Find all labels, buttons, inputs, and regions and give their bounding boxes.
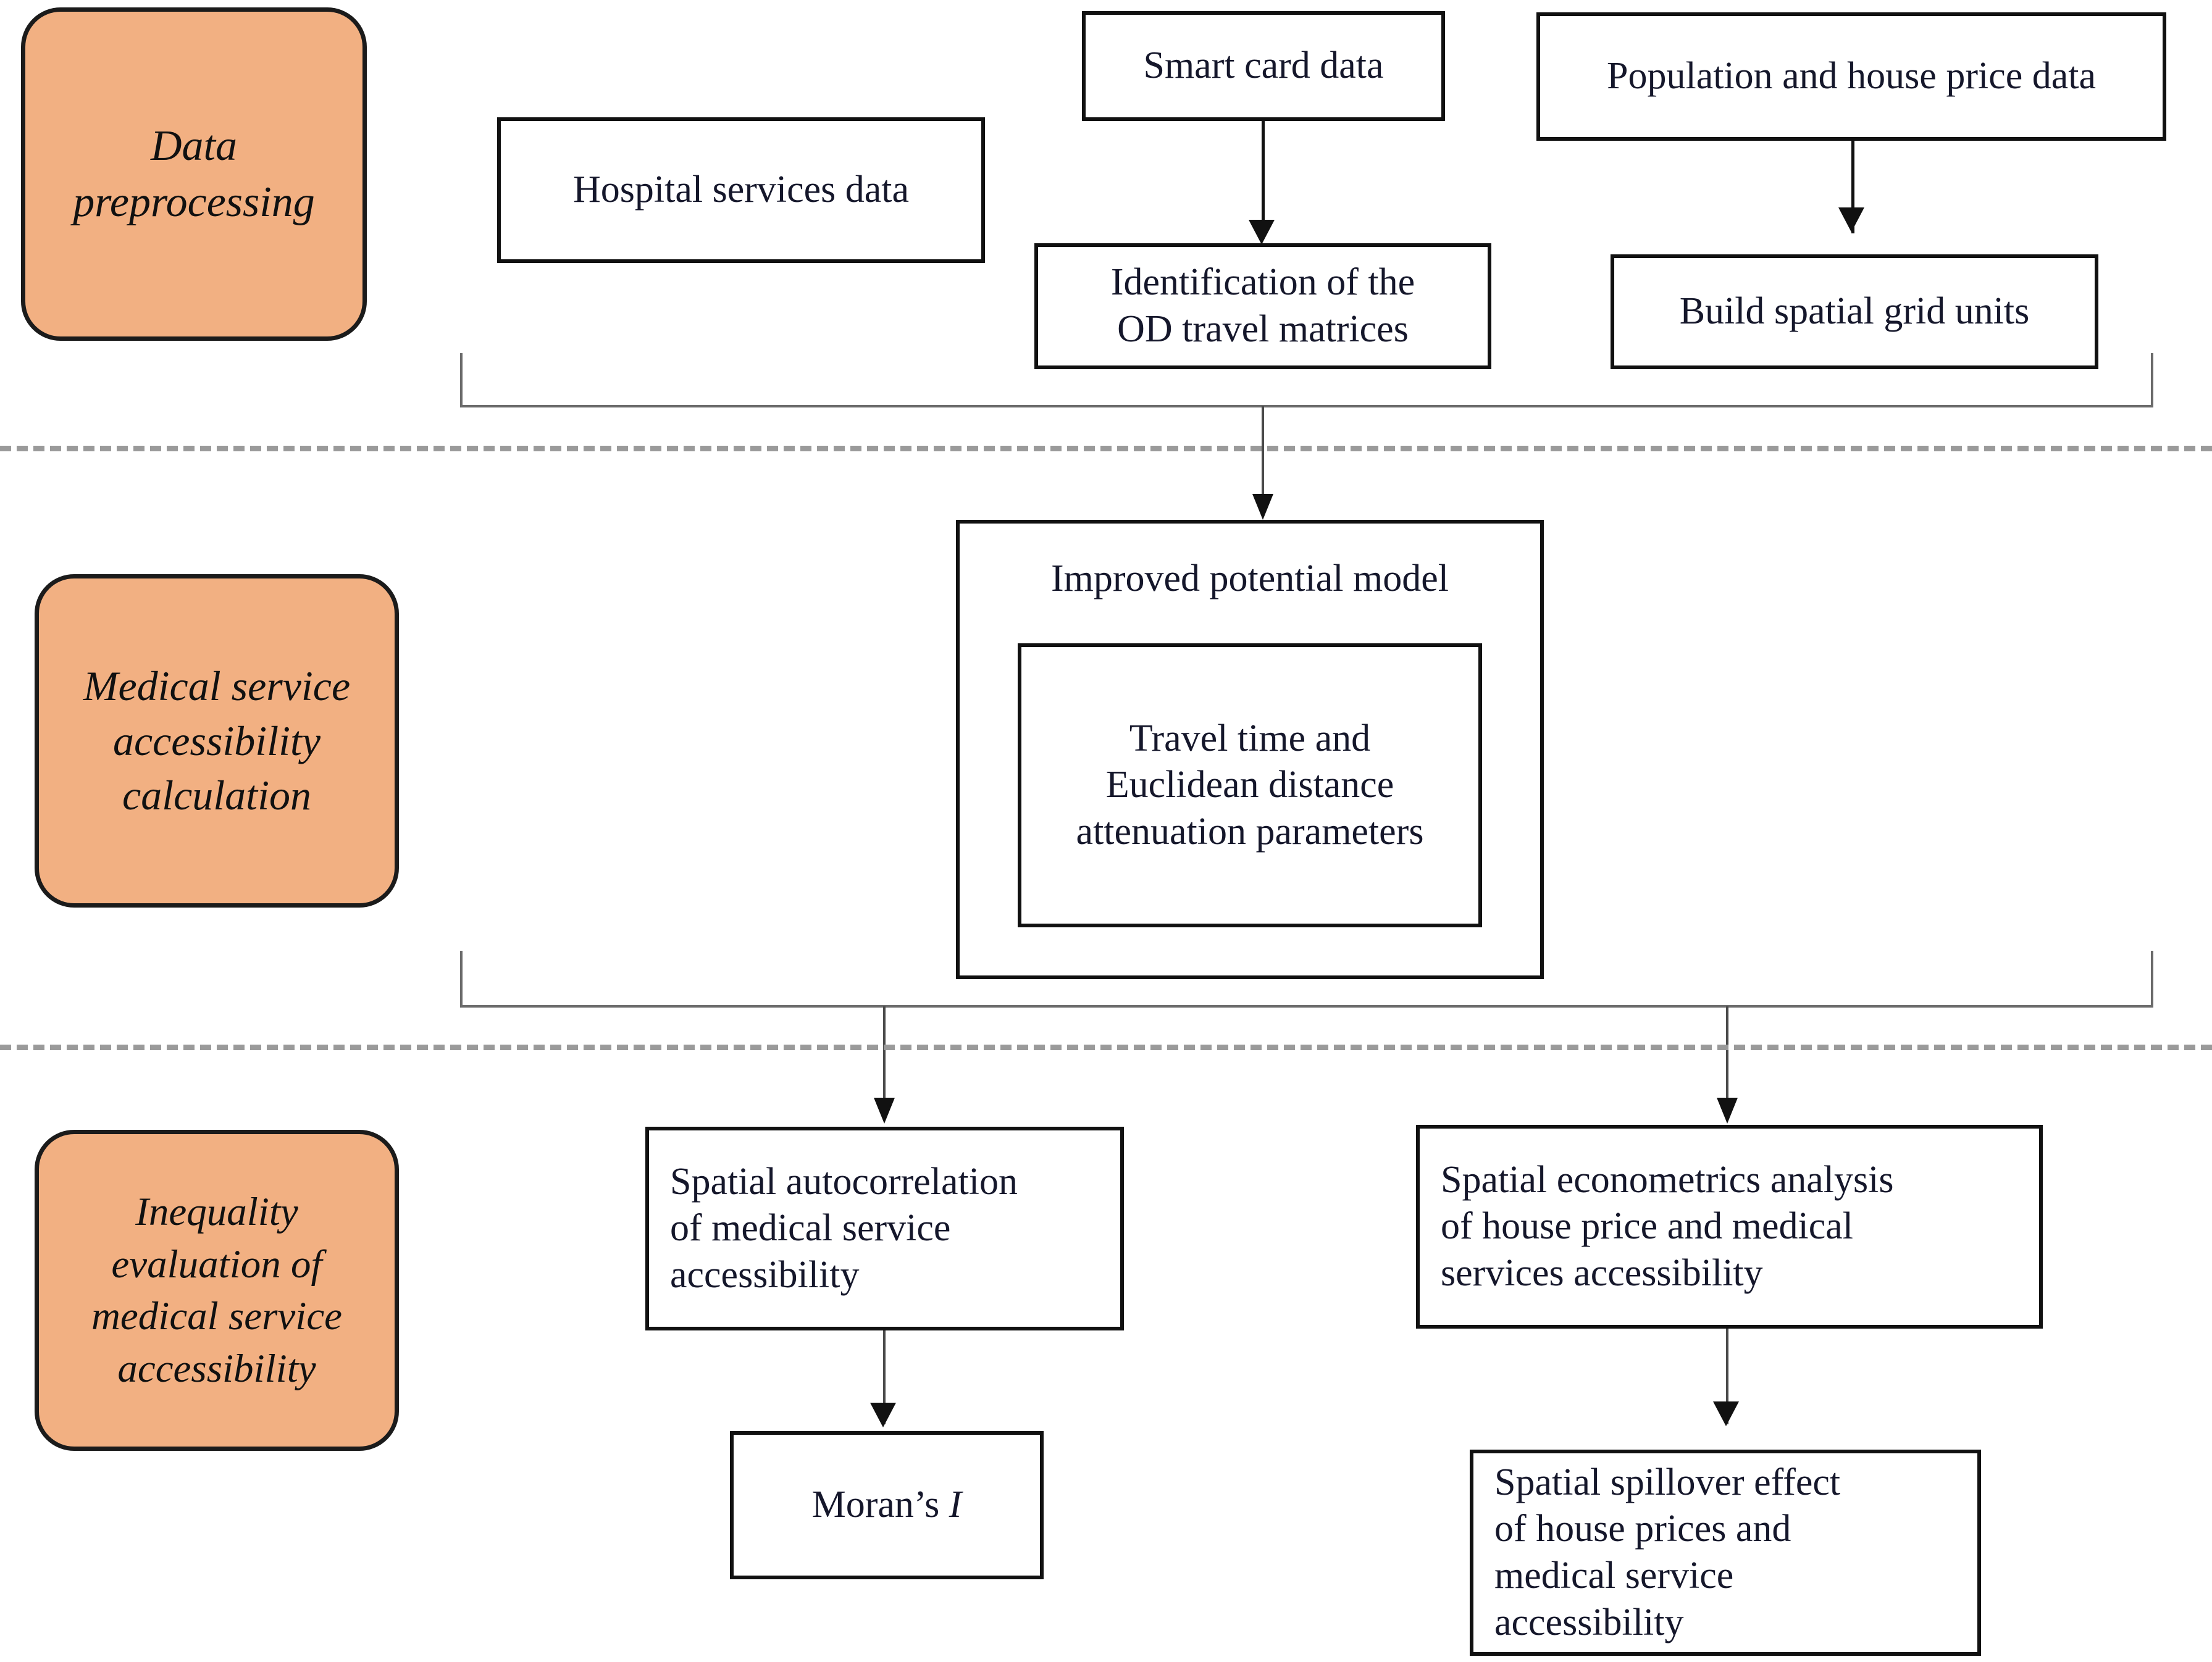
node-population-house-price-data: Population and house price data (1536, 12, 2166, 141)
section-separator-2 (0, 1045, 2212, 1050)
node-spatial-econometrics-text: Spatial econometrics analysis of house p… (1441, 1158, 1894, 1294)
edge-autocorrelation-to-morans-arrowhead (870, 1403, 896, 1427)
node-od-travel-matrices: Identification of the OD travel matrices (1034, 243, 1491, 369)
node-hospital-services-data: Hospital services data (497, 117, 985, 263)
node-smart-card-data-text: Smart card data (1143, 44, 1384, 87)
edge-stage2-to-econometrics-arrowhead (1717, 1098, 1738, 1124)
node-smart-card-data: Smart card data (1082, 11, 1445, 121)
bracket-1-left-stub (460, 353, 463, 407)
node-build-spatial-grid-units: Build spatial grid units (1611, 254, 2098, 369)
stage-1-text: Data preprocessing (73, 122, 315, 226)
bracket-2-left-stub (460, 951, 463, 1008)
edge-stage1-to-improved-model-arrowhead (1252, 494, 1273, 520)
node-spatial-spillover-text: Spatial spillover effect of house prices… (1494, 1461, 1841, 1643)
morans-i-symbol: I (949, 1484, 962, 1526)
edge-econometrics-to-spillover (1726, 1329, 1728, 1424)
edge-autocorrelation-to-morans (883, 1330, 886, 1424)
edge-population-to-grid-arrowhead (1838, 207, 1864, 232)
node-attenuation-parameters: Travel time and Euclidean distance atten… (1018, 643, 1482, 927)
section-separator-1 (0, 446, 2212, 451)
edge-stage2-to-autocorrelation-arrowhead (874, 1098, 895, 1124)
node-hospital-services-data-text: Hospital services data (572, 169, 910, 211)
stage-label-data-preprocessing: Data preprocessing (21, 7, 367, 341)
node-population-house-price-data-text: Population and house price data (1606, 55, 2096, 98)
node-build-spatial-grid-units-text: Build spatial grid units (1679, 290, 2030, 333)
bracket-1-horizontal-bar (460, 405, 2153, 407)
node-spatial-autocorrelation: Spatial autocorrelation of medical servi… (645, 1127, 1124, 1330)
bracket-2-horizontal-bar (460, 1005, 2153, 1008)
edge-smartcard-to-odmatrices-arrowhead (1249, 220, 1275, 244)
edge-smartcard-to-odmatrices (1262, 121, 1265, 231)
node-od-travel-matrices-text: Identification of the OD travel matrices (1110, 261, 1415, 350)
edge-econometrics-to-spillover-arrowhead (1713, 1401, 1739, 1426)
edge-stage2-to-econometrics (1726, 1006, 1728, 1119)
node-spatial-autocorrelation-text: Spatial autocorrelation of medical servi… (670, 1160, 1018, 1296)
edge-stage2-to-autocorrelation (883, 1006, 886, 1119)
stage-2-text: Medical service accessibility calculatio… (83, 662, 351, 819)
node-attenuation-parameters-text: Travel time and Euclidean distance atten… (1076, 717, 1424, 853)
bracket-1-right-stub (2151, 353, 2153, 407)
morans-label: Moran’s (811, 1484, 949, 1526)
node-morans-i: Moran’s I (730, 1431, 1044, 1579)
stage-3-text: Inequality evaluation of medical service… (91, 1190, 343, 1391)
node-morans-i-text: Moran’s I (812, 1482, 962, 1529)
stage-label-inequality-evaluation: Inequality evaluation of medical service… (35, 1130, 399, 1451)
edge-stage1-to-improved-model (1262, 406, 1264, 515)
stage-label-accessibility-calculation: Medical service accessibility calculatio… (35, 574, 399, 908)
edge-population-to-grid (1851, 141, 1854, 233)
node-spatial-econometrics: Spatial econometrics analysis of house p… (1416, 1125, 2043, 1329)
node-improved-potential-model-text: Improved potential model (1051, 557, 1449, 599)
bracket-2-right-stub (2151, 951, 2153, 1008)
node-spatial-spillover: Spatial spillover effect of house prices… (1470, 1450, 1981, 1656)
